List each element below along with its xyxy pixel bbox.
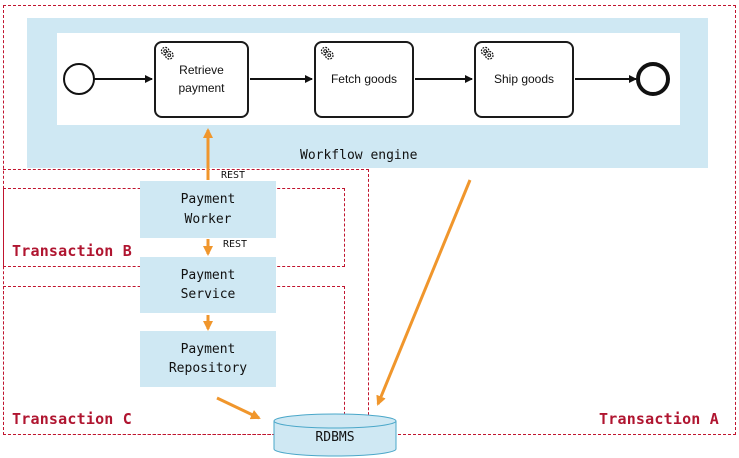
rdbms-label: RDBMS [315, 430, 355, 445]
workflow-engine-label: Workflow engine [300, 148, 418, 163]
payment-service-line2: Service [180, 287, 236, 302]
task-label: Retrieve payment [178, 63, 225, 95]
task-retrieve-payment[interactable]: Retrieve payment [154, 41, 249, 118]
payment-worker-line1: Payment [180, 192, 236, 207]
gear-icon [160, 46, 174, 60]
payment-repository-line1: Payment [180, 341, 236, 357]
transaction-group-boundary [3, 169, 369, 435]
transaction-c-label: Transaction C [12, 410, 132, 428]
arrow-engine-to-rdbms [376, 179, 472, 406]
payment-repository-box[interactable]: Payment Repository [140, 331, 276, 387]
task-fetch-goods[interactable]: Fetch goods [314, 41, 414, 118]
rdbms-cylinder [273, 413, 397, 457]
payment-repository-line2: Repository [168, 361, 248, 376]
payment-service-line1: Payment [180, 267, 236, 283]
rest-label-top: REST [221, 170, 246, 181]
rest-label-mid: REST [223, 239, 248, 250]
payment-worker-box[interactable]: Payment Worker [140, 181, 276, 238]
start-event [63, 63, 95, 95]
gear-icon [480, 46, 494, 60]
task-ship-goods[interactable]: Ship goods [474, 41, 574, 118]
transaction-b-label: Transaction B [12, 242, 132, 260]
payment-worker-line2: Worker [184, 211, 232, 227]
gear-icon [320, 46, 334, 60]
arrow-repository-to-rdbms [216, 396, 261, 420]
payment-service-box[interactable]: Payment Service [140, 257, 276, 313]
task-label: Fetch goods [330, 71, 398, 86]
end-event [636, 62, 670, 96]
task-label: Ship goods [493, 71, 555, 86]
transaction-a-label: Transaction A [599, 410, 719, 428]
